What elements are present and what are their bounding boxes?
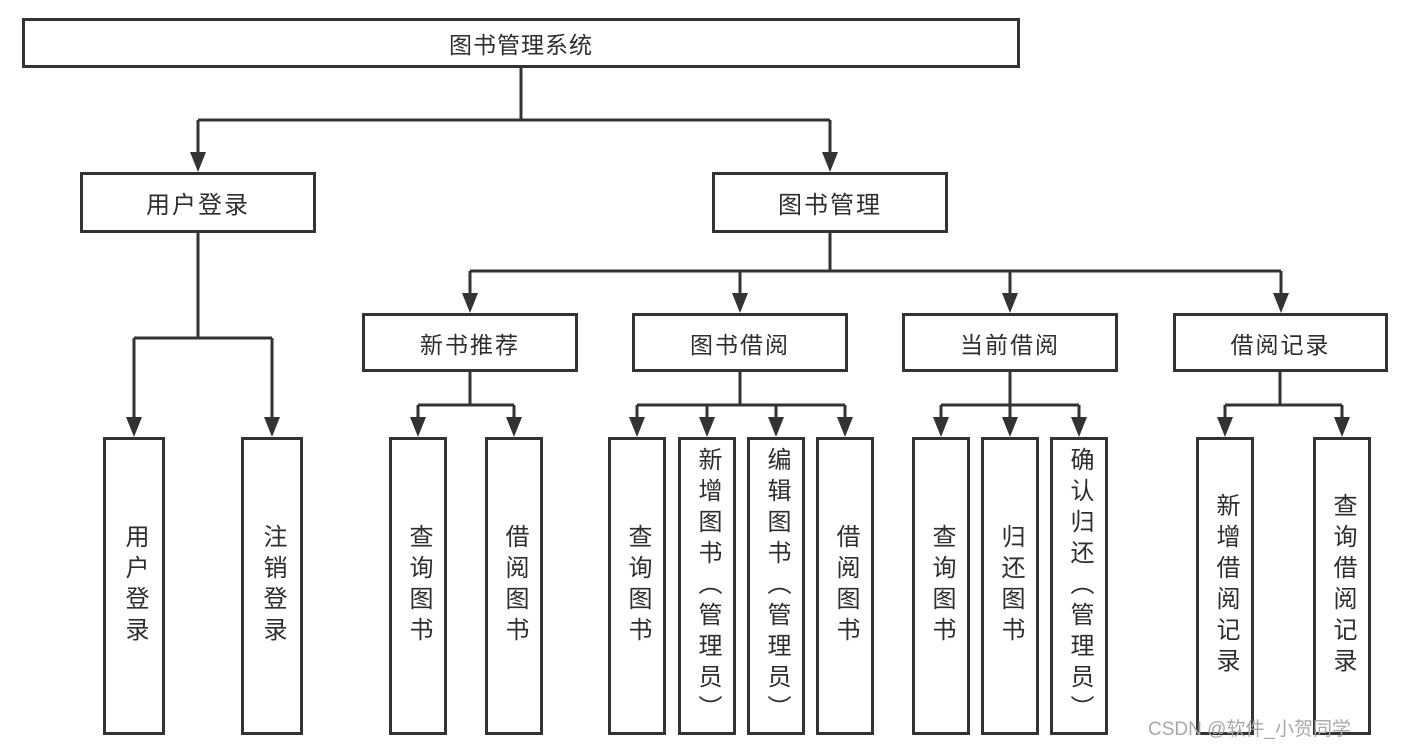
node-label: 图书借阅 xyxy=(690,331,790,358)
leaf-return-books: 归还图书 xyxy=(981,437,1039,735)
leaf-label: 查询图书 xyxy=(624,524,651,648)
leaf-edit-books-admin: 编辑图书（管理员） xyxy=(747,437,805,735)
leaf-label: 借阅图书 xyxy=(832,524,859,648)
watermark: CSDN @软件_小贺同学 xyxy=(1148,719,1351,740)
node-book-borrowing: 图书借阅 xyxy=(632,313,848,372)
leaf-label: 用户登录 xyxy=(121,524,148,648)
node-label: 借阅记录 xyxy=(1230,331,1331,358)
node-label: 图书管理 xyxy=(778,192,882,219)
node-current-borrowing: 当前借阅 xyxy=(902,313,1118,372)
node-new-book-recommendation: 新书推荐 xyxy=(362,313,578,372)
node-library-system: 图书管理系统 xyxy=(22,18,1020,68)
leaf-confirm-return-admin: 确认归还（管理员） xyxy=(1050,437,1108,735)
node-label: 用户登录 xyxy=(146,192,250,219)
leaf-borrow-books-recommend: 借阅图书 xyxy=(485,437,543,735)
leaf-label: 查询图书 xyxy=(405,524,432,648)
leaf-label: 新增借阅记录 xyxy=(1212,493,1239,679)
node-label: 当前借阅 xyxy=(960,331,1060,358)
node-label: 新书推荐 xyxy=(420,331,520,358)
leaf-user-login: 用户登录 xyxy=(103,437,165,735)
leaf-label: 归还图书 xyxy=(997,524,1024,648)
leaf-add-books-admin: 新增图书（管理员） xyxy=(678,437,736,735)
leaf-label: 查询图书 xyxy=(928,524,955,648)
leaf-label: 编辑图书（管理员） xyxy=(763,446,790,726)
leaf-add-borrow-record: 新增借阅记录 xyxy=(1196,437,1254,735)
leaf-logout: 注销登录 xyxy=(241,437,303,735)
leaf-query-books-borrow: 查询图书 xyxy=(608,437,666,735)
leaf-label: 新增图书（管理员） xyxy=(694,446,721,726)
leaf-query-borrow-record: 查询借阅记录 xyxy=(1313,437,1371,735)
node-borrowing-records: 借阅记录 xyxy=(1173,313,1388,372)
leaf-label: 查询借阅记录 xyxy=(1329,493,1356,679)
leaf-label: 借阅图书 xyxy=(501,524,528,648)
node-user-login: 用户登录 xyxy=(80,172,316,233)
leaf-borrow-books: 借阅图书 xyxy=(816,437,874,735)
leaf-label: 注销登录 xyxy=(259,524,286,648)
node-book-management: 图书管理 xyxy=(712,172,948,233)
leaf-label: 确认归还（管理员） xyxy=(1066,446,1093,726)
leaf-query-books-current: 查询图书 xyxy=(912,437,970,735)
leaf-query-books-recommend: 查询图书 xyxy=(389,437,447,735)
node-label: 图书管理系统 xyxy=(449,32,593,58)
